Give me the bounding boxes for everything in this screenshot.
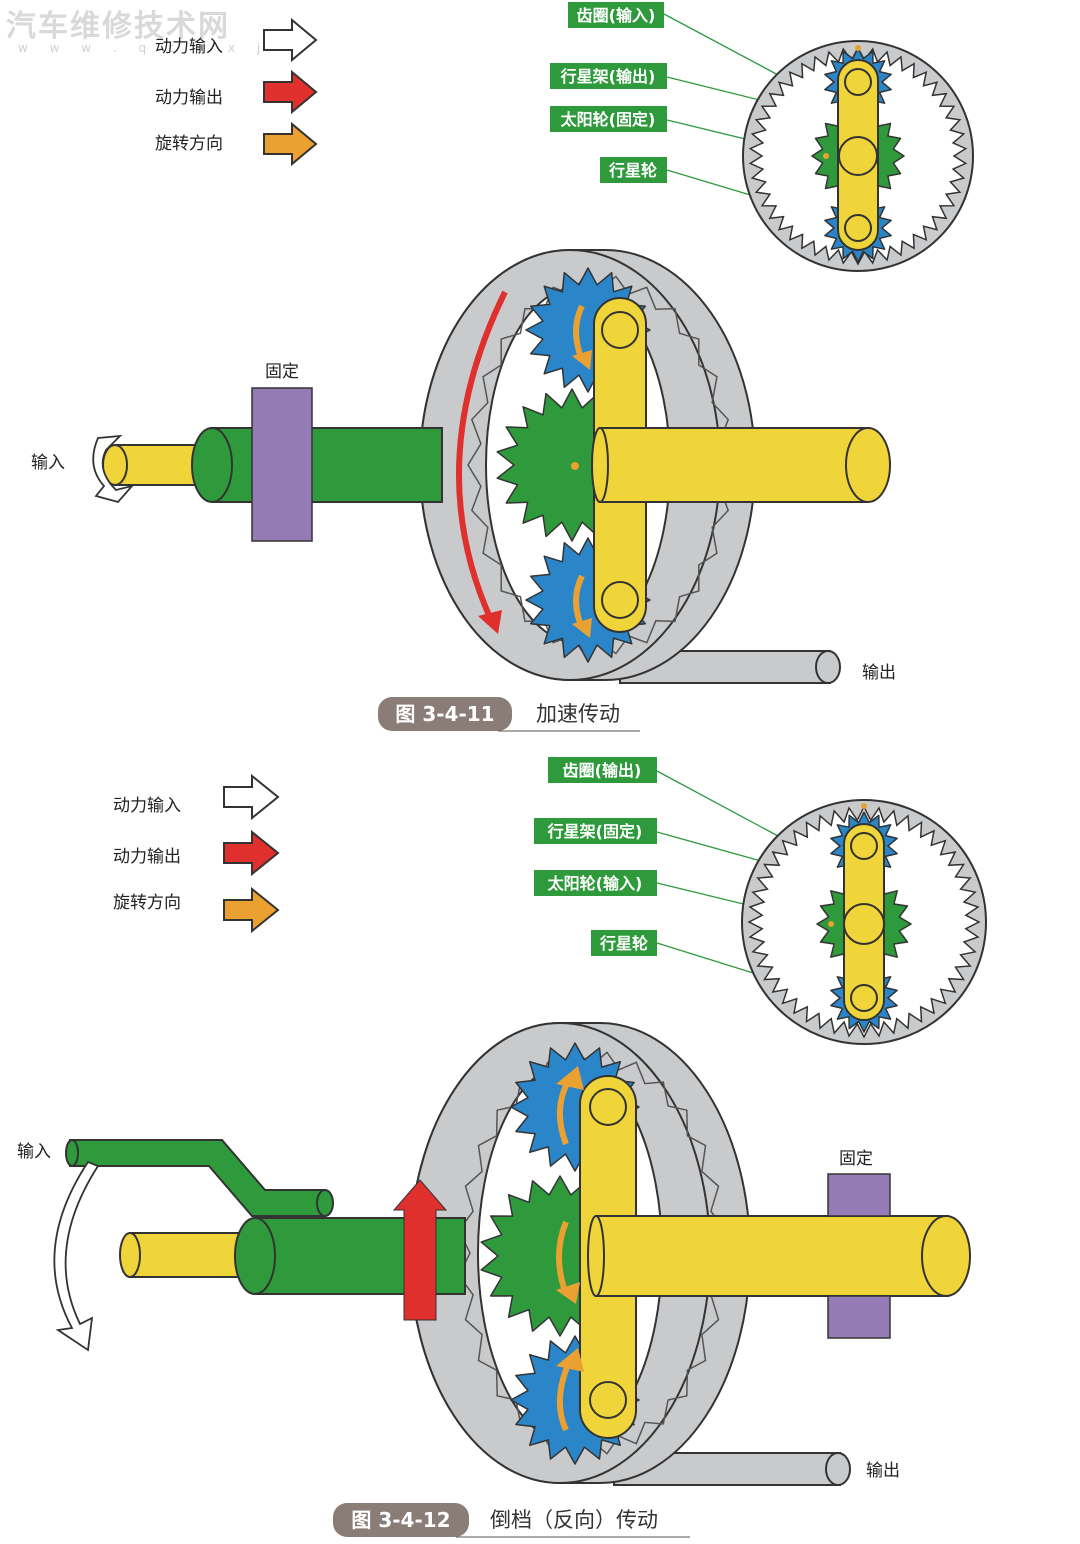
legend: 动力输入 动力输出 旋转方向 — [113, 773, 280, 934]
legend-label-output: 动力输出 — [155, 88, 223, 108]
input-rotation-arrow — [92, 434, 135, 504]
caption-number: 图 3-4-11 — [395, 702, 494, 726]
white-arrow-icon — [263, 17, 318, 63]
input-label: 输入 — [31, 453, 65, 473]
output-label: 输出 — [866, 1461, 900, 1481]
watermark-title: 汽车维修技术网 — [6, 9, 230, 44]
red-arrow-icon — [223, 829, 280, 877]
figure-reverse: 动力输入 动力输出 旋转方向 齿圈(输出) 行星架(固定) 太阳轮(输入) 行星… — [17, 757, 987, 1538]
caption: 图 3-4-12 倒档（反向）传动 — [333, 1503, 690, 1538]
callouts: 齿圈(输入) 行星架(输出) 太阳轮(固定) 行星轮 — [550, 2, 857, 223]
input-rotation-arrow — [53, 1160, 100, 1352]
gearset-schematic — [741, 799, 987, 1045]
legend-label-rotation: 旋转方向 — [113, 893, 181, 913]
ring-rotation-arrow — [456, 290, 508, 624]
fixed-label: 固定 — [265, 362, 299, 382]
callout-carrier: 行星架(固定) — [547, 822, 643, 841]
input-label: 输入 — [17, 1142, 51, 1162]
legend-label-output: 动力输出 — [113, 847, 181, 867]
callout-carrier: 行星架(输出) — [560, 67, 656, 86]
output-label: 输出 — [862, 663, 896, 683]
callout-sun-gear: 太阳轮(固定) — [560, 110, 656, 129]
figure-overdrive: 动力输入 动力输出 旋转方向 齿圈(输入) 行星架(输出) 太阳轮(固定) 行星… — [31, 2, 974, 732]
fixed-label: 固定 — [839, 1149, 873, 1169]
watermark-url: w w w . q c w x j — [18, 41, 269, 55]
gearset-3d: 固定 输入 输出 — [31, 249, 896, 684]
orange-arrow-icon — [223, 886, 280, 934]
caption-title: 倒档（反向）传动 — [490, 1508, 658, 1532]
white-arrow-icon — [223, 773, 280, 821]
watermark: 汽车维修技术网 w w w . q c w x j — [6, 9, 269, 55]
callout-planet-gear: 行星轮 — [608, 161, 657, 180]
callout-planet-gear: 行星轮 — [599, 934, 648, 953]
caption-title: 加速传动 — [536, 702, 620, 726]
legend-label-input: 动力输入 — [155, 37, 223, 57]
legend: 动力输入 动力输出 旋转方向 — [155, 17, 318, 167]
ring-rotation-arrow — [392, 1179, 448, 1321]
callout-ring-gear: 齿圈(输入) — [577, 6, 656, 25]
caption-number: 图 3-4-12 — [351, 1508, 450, 1532]
callout-ring-gear: 齿圈(输出) — [563, 761, 642, 780]
legend-label-input: 动力输入 — [113, 796, 181, 816]
red-arrow-icon — [263, 69, 318, 115]
callout-sun-gear: 太阳轮(输入) — [547, 874, 643, 893]
orange-arrow-icon — [263, 121, 318, 167]
caption: 图 3-4-11 加速传动 — [378, 697, 640, 732]
legend-label-rotation: 旋转方向 — [155, 134, 223, 154]
gearset-schematic — [742, 40, 974, 272]
gearset-3d: 输入 固定 输出 — [17, 1022, 971, 1486]
